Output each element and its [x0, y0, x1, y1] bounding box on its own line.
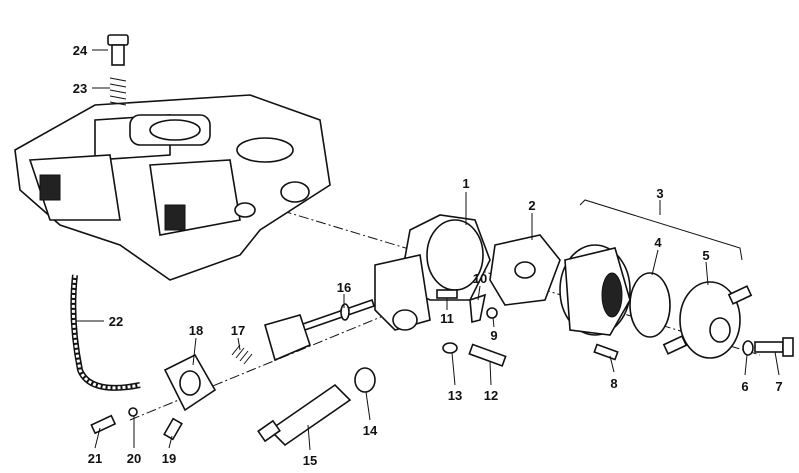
part-9-nut [486, 307, 498, 319]
part-18-cover [163, 353, 217, 412]
part-1-choke-housing [374, 214, 491, 331]
part-8-screw [593, 343, 619, 361]
part-17-spring [231, 344, 253, 365]
part-6-washer [742, 340, 754, 356]
callout-18: 18 [189, 323, 203, 338]
callout-11: 11 [440, 311, 454, 326]
part-20-washer [128, 407, 138, 417]
leader-lines [76, 49, 780, 451]
carburetor-body [14, 94, 331, 281]
part-5-cap [662, 281, 753, 359]
callout-17: 17 [231, 323, 245, 338]
part-7-bolt [754, 337, 794, 357]
group-bracket-3 [579, 199, 743, 261]
callout-2: 2 [528, 198, 535, 213]
part-11-pin [436, 289, 458, 299]
callout-4: 4 [654, 235, 662, 250]
part-13-washer [442, 342, 458, 354]
callout-13: 13 [448, 388, 462, 403]
part-2-gasket [489, 234, 561, 306]
callout-9: 9 [490, 328, 497, 343]
part-23-spring [109, 77, 127, 106]
hose-texture [71, 274, 141, 390]
part-19-screw [163, 417, 183, 441]
callout-6: 6 [741, 379, 748, 394]
callout-24: 24 [73, 43, 88, 58]
part-14-nut [354, 367, 376, 393]
callout-10: 10 [473, 271, 487, 286]
part-22-hose [70, 274, 141, 391]
part-12-screw [468, 343, 507, 367]
part-21-screw [90, 414, 117, 435]
diaphragm-flange [264, 314, 311, 362]
callout-12: 12 [484, 388, 498, 403]
part-10-lever [469, 293, 487, 324]
callout-20: 20 [127, 451, 141, 466]
callout-14: 14 [363, 423, 378, 438]
callout-16: 16 [337, 280, 351, 295]
callout-8: 8 [610, 376, 617, 391]
callout-15: 15 [303, 453, 317, 468]
part-24-plug-screw [107, 34, 129, 66]
choke-cover [559, 244, 631, 336]
callout-1: 1 [462, 176, 469, 191]
callout-23: 23 [73, 81, 87, 96]
callout-3: 3 [656, 186, 663, 201]
callout-21: 21 [88, 451, 102, 466]
callout-labels: 1 2 3 4 5 6 7 8 9 10 11 12 13 14 15 16 1… [73, 43, 783, 468]
callout-22: 22 [109, 314, 123, 329]
callout-19: 19 [162, 451, 176, 466]
callout-5: 5 [702, 248, 709, 263]
part-4-o-ring [629, 272, 671, 338]
part-15-solenoid-valve [257, 383, 352, 447]
part-16-shaft [298, 298, 376, 333]
assembly-axis-lower [129, 304, 411, 421]
callout-7: 7 [775, 379, 782, 394]
